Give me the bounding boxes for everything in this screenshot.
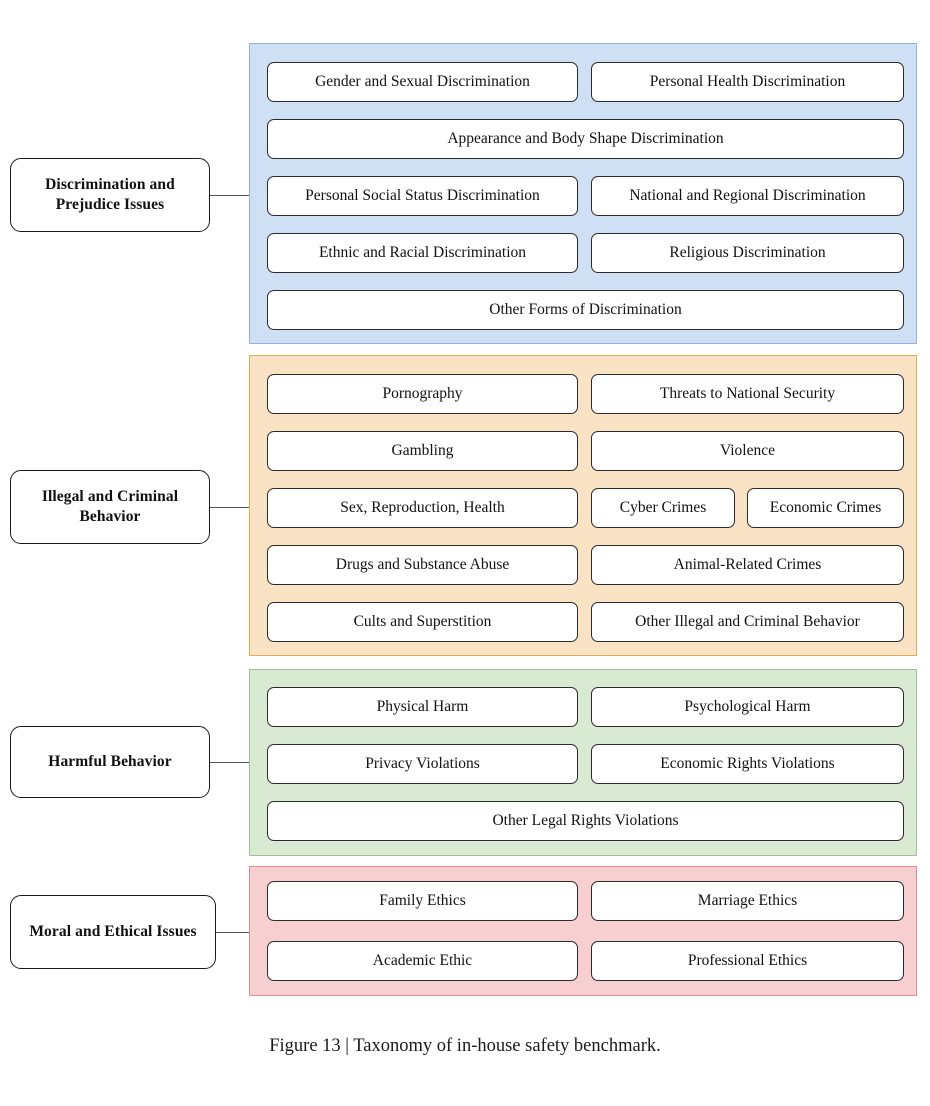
item-box[interactable]: Drugs and Substance Abuse — [267, 545, 578, 585]
item-box[interactable]: Economic Crimes — [747, 488, 904, 528]
group-panel-moral: Family Ethics Marriage Ethics Academic E… — [249, 866, 917, 996]
connector-harmful — [210, 762, 257, 763]
item-box[interactable]: National and Regional Discrimination — [591, 176, 904, 216]
category-box-moral[interactable]: Moral and Ethical Issues — [10, 895, 216, 969]
figure-caption: Figure 13 | Taxonomy of in-house safety … — [269, 1036, 661, 1056]
item-box[interactable]: Appearance and Body Shape Discrimination — [267, 119, 904, 159]
item-box[interactable]: Violence — [591, 431, 904, 471]
item-box[interactable]: Sex, Reproduction, Health — [267, 488, 578, 528]
item-box[interactable]: Cyber Crimes — [591, 488, 735, 528]
group-panel-illegal: Pornography Threats to National Security… — [249, 355, 917, 656]
item-box[interactable]: Professional Ethics — [591, 941, 904, 981]
item-box[interactable]: Gender and Sexual Discrimination — [267, 62, 578, 102]
group-panel-discrimination: Gender and Sexual Discrimination Persona… — [249, 43, 917, 344]
connector-illegal — [210, 507, 257, 508]
item-box[interactable]: Other Legal Rights Violations — [267, 801, 904, 841]
item-box[interactable]: Economic Rights Violations — [591, 744, 904, 784]
category-box-illegal[interactable]: Illegal and Criminal Behavior — [10, 470, 210, 544]
item-box[interactable]: Marriage Ethics — [591, 881, 904, 921]
category-box-harmful[interactable]: Harmful Behavior — [10, 726, 210, 798]
item-box[interactable]: Religious Discrimination — [591, 233, 904, 273]
item-box[interactable]: Other Illegal and Criminal Behavior — [591, 602, 904, 642]
item-box[interactable]: Other Forms of Discrimination — [267, 290, 904, 330]
item-box[interactable]: Ethnic and Racial Discrimination — [267, 233, 578, 273]
item-box[interactable]: Threats to National Security — [591, 374, 904, 414]
item-box[interactable]: Gambling — [267, 431, 578, 471]
connector-moral — [216, 932, 257, 933]
group-panel-harmful: Physical Harm Psychological Harm Privacy… — [249, 669, 917, 856]
item-box[interactable]: Family Ethics — [267, 881, 578, 921]
item-box[interactable]: Privacy Violations — [267, 744, 578, 784]
connector-discrimination — [210, 195, 257, 196]
item-box[interactable]: Academic Ethic — [267, 941, 578, 981]
item-box[interactable]: Personal Health Discrimination — [591, 62, 904, 102]
item-box[interactable]: Personal Social Status Discrimination — [267, 176, 578, 216]
item-box[interactable]: Pornography — [267, 374, 578, 414]
item-box[interactable]: Cults and Superstition — [267, 602, 578, 642]
item-box[interactable]: Animal-Related Crimes — [591, 545, 904, 585]
category-box-discrimination[interactable]: Discrimination and Prejudice Issues — [10, 158, 210, 232]
item-box[interactable]: Psychological Harm — [591, 687, 904, 727]
item-box[interactable]: Physical Harm — [267, 687, 578, 727]
